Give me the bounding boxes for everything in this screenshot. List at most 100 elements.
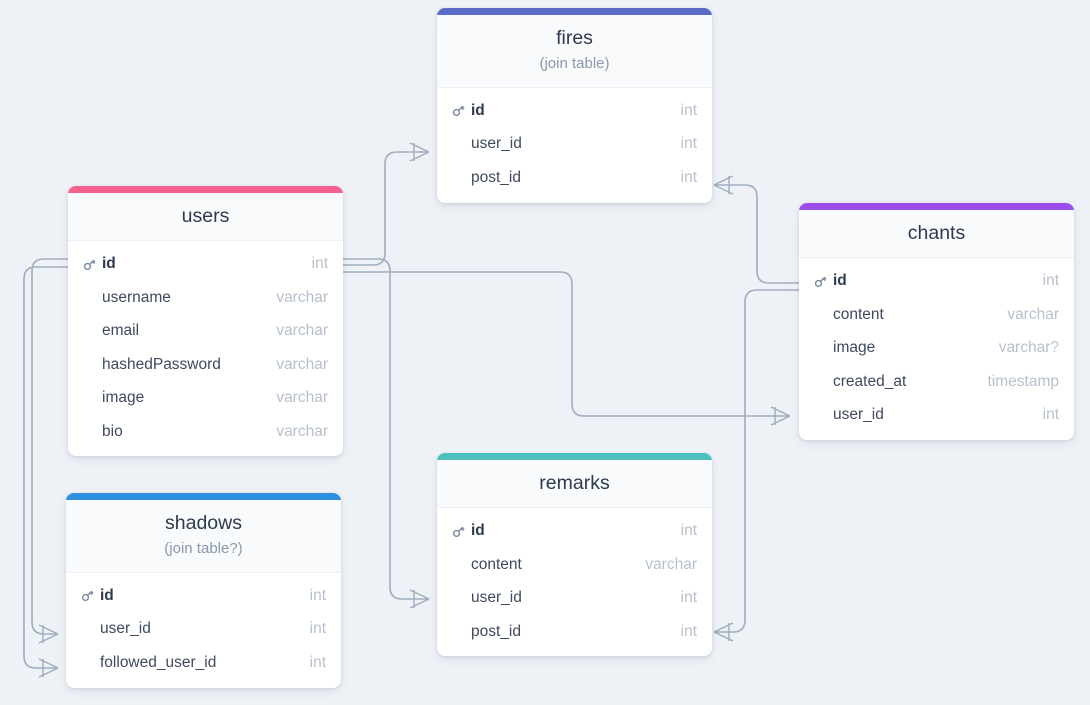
table-row[interactable]: username varchar — [68, 281, 343, 315]
column-type: int — [311, 255, 328, 273]
table-subtitle: (join table?) — [164, 540, 243, 558]
column-type: varchar — [276, 288, 328, 306]
column-type: int — [309, 620, 326, 638]
table-row[interactable]: created_at timestamp — [799, 365, 1074, 399]
table-accent-bar — [437, 8, 712, 15]
table-row[interactable]: id int — [68, 247, 343, 281]
column-type: varchar — [276, 322, 328, 340]
column-name: created_at — [833, 372, 907, 390]
edge-chants-remarks — [713, 289, 799, 642]
table-fires[interactable]: fires (join table) id int user_id int po… — [437, 8, 712, 203]
table-accent-bar — [68, 186, 343, 193]
column-type: int — [309, 586, 326, 604]
table-row[interactable]: id int — [437, 94, 712, 128]
table-remarks[interactable]: remarks id int content varchar user_id i… — [437, 453, 712, 657]
column-type: int — [680, 522, 697, 540]
table-title: remarks — [539, 472, 610, 494]
edge-chants-fires — [713, 175, 799, 284]
column-type: varchar — [1007, 305, 1059, 323]
table-row[interactable]: post_id int — [437, 161, 712, 195]
table-row[interactable]: followed_user_id int — [66, 646, 341, 680]
column-name: post_id — [471, 622, 521, 640]
column-name: hashedPassword — [102, 355, 221, 373]
column-name: id — [833, 272, 847, 290]
column-type: int — [680, 622, 697, 640]
column-name: id — [102, 255, 116, 273]
table-row[interactable]: user_id int — [437, 128, 712, 162]
table-row[interactable]: bio varchar — [68, 415, 343, 449]
table-row[interactable]: hashedPassword varchar — [68, 348, 343, 382]
column-name: user_id — [471, 589, 522, 607]
column-name: content — [471, 555, 522, 573]
table-row[interactable]: image varchar — [68, 381, 343, 415]
table-header: chants — [799, 210, 1074, 259]
column-type: int — [680, 101, 697, 119]
edge-users-shadows-followed — [23, 266, 68, 678]
edge-users-chants — [343, 271, 791, 426]
table-row[interactable]: id int — [66, 579, 341, 613]
column-name: bio — [102, 422, 123, 440]
table-row[interactable]: id int — [437, 514, 712, 548]
table-row[interactable]: user_id int — [799, 398, 1074, 432]
table-row[interactable]: user_id int — [437, 581, 712, 615]
column-type: int — [680, 135, 697, 153]
table-row[interactable]: image varchar? — [799, 331, 1074, 365]
table-header: fires (join table) — [437, 15, 712, 89]
key-icon — [451, 103, 471, 118]
table-row[interactable]: id int — [799, 264, 1074, 298]
column-name: id — [471, 522, 485, 540]
table-title: fires — [556, 27, 593, 49]
column-name: image — [102, 389, 145, 407]
column-type: timestamp — [987, 372, 1060, 390]
table-columns: id int user_id int followed_user_id int — [66, 573, 341, 688]
column-name: post_id — [471, 168, 521, 186]
column-type: int — [680, 589, 697, 607]
key-icon — [80, 588, 100, 603]
table-row[interactable]: content varchar — [437, 548, 712, 582]
table-columns: id int content varchar user_id int post_… — [437, 508, 712, 656]
column-type: int — [680, 168, 697, 186]
key-icon — [813, 274, 833, 289]
table-subtitle: (join table) — [539, 55, 610, 73]
table-shadows[interactable]: shadows (join table?) id int user_id int… — [66, 493, 341, 688]
column-name: user_id — [471, 135, 522, 153]
table-title: shadows — [165, 512, 242, 534]
table-columns: id int user_id int post_id int — [437, 88, 712, 203]
table-title: chants — [907, 222, 966, 244]
table-columns: id int username varchar email varchar ha… — [68, 241, 343, 456]
table-header: shadows (join table?) — [66, 500, 341, 574]
table-accent-bar — [437, 453, 712, 460]
table-row[interactable]: post_id int — [437, 615, 712, 649]
column-type: varchar — [276, 355, 328, 373]
table-accent-bar — [66, 493, 341, 500]
edge-users-fires — [343, 142, 430, 266]
column-name: email — [102, 322, 140, 340]
column-name: image — [833, 339, 876, 357]
edge-users-shadows-user — [31, 258, 68, 644]
column-name: id — [100, 586, 114, 604]
table-header: users — [68, 193, 343, 242]
table-users[interactable]: users id int username varchar email varc… — [68, 186, 343, 457]
table-accent-bar — [799, 203, 1074, 210]
column-name: id — [471, 101, 485, 119]
column-name: content — [833, 305, 884, 323]
table-row[interactable]: email varchar — [68, 314, 343, 348]
column-type: int — [1042, 406, 1059, 424]
column-type: varchar — [276, 422, 328, 440]
column-name: user_id — [833, 406, 884, 424]
table-title: users — [181, 205, 230, 227]
column-type: varchar — [645, 555, 697, 573]
column-type: int — [1042, 272, 1059, 290]
column-name: user_id — [100, 620, 151, 638]
table-row[interactable]: user_id int — [66, 613, 341, 647]
table-row[interactable]: content varchar — [799, 298, 1074, 332]
table-header: remarks — [437, 460, 712, 509]
table-chants[interactable]: chants id int content varchar image varc… — [799, 203, 1074, 440]
column-type: int — [309, 653, 326, 671]
column-name: username — [102, 288, 171, 306]
key-icon — [451, 524, 471, 539]
edge-users-remarks — [343, 258, 430, 609]
key-icon — [82, 257, 102, 272]
